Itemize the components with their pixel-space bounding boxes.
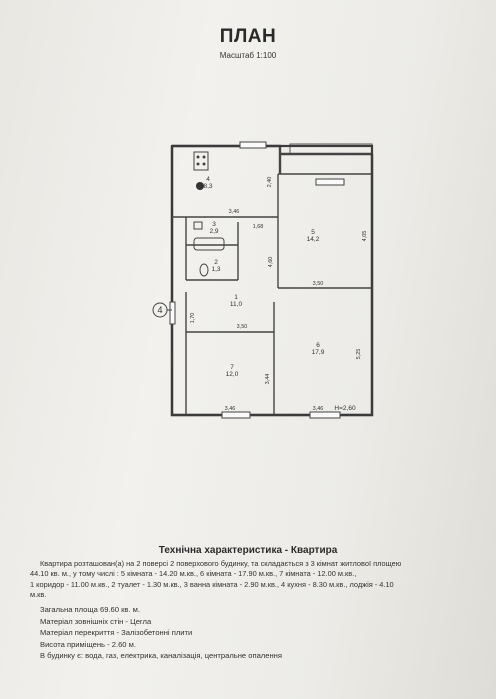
desc-line: 44.10 кв. м., у тому числі : 5 кімната -…: [30, 569, 357, 579]
fact-wall-material: Матеріал зовнішніх стін - Цегла: [40, 616, 152, 626]
dim-3-50-top: 3,50: [313, 281, 324, 287]
dim-4-05: 4,05: [362, 231, 368, 242]
spec-title: Технічна характеристика - Квартира: [158, 545, 338, 556]
dim-3-46-bottom-left: 3,46: [225, 406, 236, 412]
fact-ceiling-material: Матеріал перекриття - Залізобетонні плит…: [40, 628, 193, 638]
toilet-icon: [199, 263, 209, 277]
apartment-facts: Загальна площа 69.60 кв. м. Матеріал зов…: [40, 604, 460, 662]
sink-icon: [193, 221, 203, 230]
room-2-number: 2: [214, 259, 218, 266]
floor-plan: 4 4 8,3 3 2,9 2 1,3 1 11,0 5 14,2 6 17,9…: [152, 141, 374, 419]
fact-room-height: Висота приміщень - 2.60 м.: [40, 639, 136, 649]
dim-1-70: 1,70: [190, 313, 196, 324]
desc-line: 1 коридор - 11.00 м.кв., 2 туалет - 1.30…: [30, 579, 394, 589]
desc-line: Квартира розташован(а) на 2 поверсі 2 по…: [40, 559, 402, 568]
windows: [169, 141, 345, 419]
dimension-labels: 2,40 3,46 1,68 4,05 4,60 3,50 3,50 1,70 …: [190, 177, 368, 412]
room-4-area: 8,3: [203, 183, 212, 190]
fact-utilities: В будинку є: вода, газ, електрика, канал…: [40, 651, 282, 661]
dim-2-40: 2,40: [267, 177, 273, 188]
room-7-number: 7: [230, 364, 234, 371]
stove-icon: [193, 151, 209, 171]
apartment-description: Квартира розташован(а) на 2 поверсі 2 по…: [30, 559, 460, 600]
dim-1-68: 1,68: [253, 224, 264, 230]
outer-wall-thick: [170, 144, 374, 417]
room-3-number: 3: [212, 221, 216, 228]
room-5-area: 14,2: [307, 236, 320, 243]
dim-3-46-top: 3,46: [229, 209, 240, 215]
page-title: ПЛАН: [219, 26, 277, 47]
room-1-area: 11,0: [230, 301, 243, 308]
dim-5-25: 5,25: [356, 349, 362, 360]
room-6-number: 6: [316, 342, 320, 349]
dim-4-60: 4,60: [268, 257, 274, 268]
dim-3-46-bottom-right: 3,46: [313, 406, 324, 412]
fact-total-area: Загальна площа 69.60 кв. м.: [40, 605, 141, 614]
interior-walls: [172, 173, 372, 415]
dim-3-50-mid: 3,50: [237, 324, 248, 330]
boiler-icon: [196, 182, 204, 190]
room-6-area: 17,9: [312, 349, 325, 356]
room-1-number: 1: [234, 294, 238, 301]
room-2-area: 1,3: [211, 266, 220, 273]
desc-line: м.кв.: [30, 589, 47, 599]
room-5-number: 5: [311, 229, 315, 236]
axis-marker-label: 4: [157, 305, 162, 315]
bathtub-icon: [193, 237, 225, 251]
room-7-area: 12,0: [226, 371, 239, 378]
room-3-area: 2,9: [209, 228, 218, 235]
room-4-number: 4: [206, 176, 210, 183]
dim-3-44: 3,44: [265, 374, 271, 385]
room-labels: 4 8,3 3 2,9 2 1,3 1 11,0 5 14,2 6 17,9 7…: [203, 176, 324, 378]
scale-label: Масштаб 1:100: [219, 51, 277, 60]
height-note: H=2,60: [334, 405, 356, 412]
